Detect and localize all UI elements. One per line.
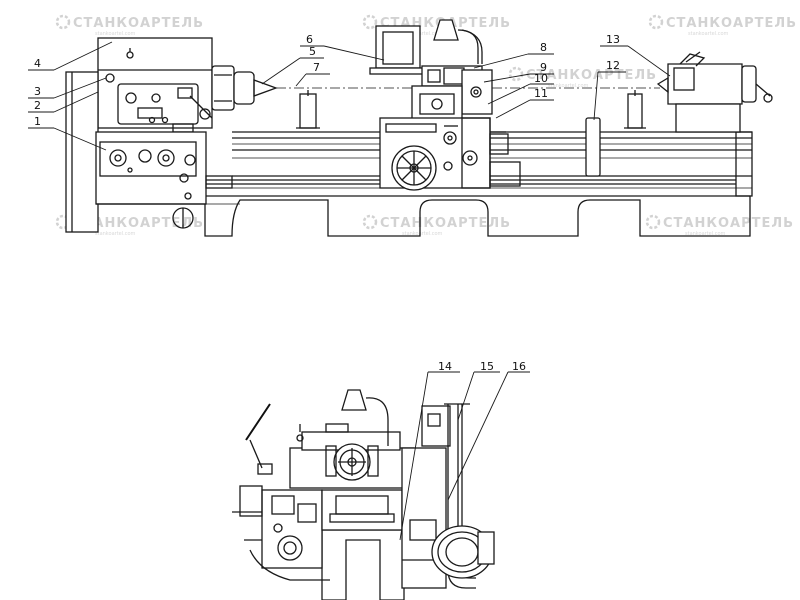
watermark-url: stankoartel.com — [402, 31, 443, 37]
watermark: СТАНКОАРТЕЛЬ stankoartel.com — [645, 214, 794, 237]
tailstock — [656, 51, 773, 133]
headstock — [97, 37, 213, 133]
callout-label-14: 14 — [438, 360, 452, 373]
callout-label-3: 3 — [34, 85, 41, 98]
callouts-side: 14 15 16 — [399, 360, 530, 541]
watermark-url: stankoartel.com — [402, 231, 443, 237]
spindle-chuck — [211, 65, 278, 111]
lathe-side-view — [232, 389, 495, 600]
watermark-url: stankoartel.com — [95, 231, 136, 237]
callout-label-6: 6 — [306, 33, 313, 46]
watermark-brand: СТАНКОАРТЕЛЬ — [666, 16, 797, 31]
watermark-url: stankoartel.com — [688, 31, 729, 37]
lathe-bed — [204, 131, 753, 237]
callout-label-12: 12 — [606, 59, 620, 72]
callouts-front: 1 2 3 4 5 6 7 8 9 10 — [28, 33, 671, 151]
watermark-url: stankoartel.com — [95, 31, 136, 37]
carriage — [411, 65, 493, 121]
watermark: СТАНКОАРТЕЛЬ stankoartel.com — [362, 214, 511, 237]
apron — [379, 117, 521, 191]
callout-label-1: 1 — [34, 115, 41, 128]
steady-rest-left — [296, 90, 320, 129]
work-lamp — [433, 19, 483, 64]
watermark: СТАНКОАРТЕЛЬ stankoartel.com — [648, 14, 797, 37]
callout-label-10: 10 — [534, 72, 548, 85]
callout-label-13: 13 — [606, 33, 620, 46]
lathe-front-view — [65, 19, 773, 237]
steady-rest-right — [624, 90, 646, 129]
callout-label-11: 11 — [534, 87, 548, 100]
callout-label-2: 2 — [34, 99, 41, 112]
callout-label-9: 9 — [540, 61, 547, 74]
watermark: СТАНКОАРТЕЛЬ stankoartel.com — [55, 14, 204, 37]
watermark-brand: СТАНКОАРТЕЛЬ — [73, 216, 204, 231]
feed-gearbox — [95, 131, 207, 229]
watermark-brand: СТАНКОАРТЕЛЬ — [73, 16, 204, 31]
chip-guard — [369, 25, 447, 75]
callout-label-16: 16 — [512, 360, 526, 373]
callout-label-7: 7 — [313, 61, 320, 74]
lead-screw — [205, 175, 736, 189]
watermark: СТАНКОАРТЕЛЬ stankoartel.com — [508, 66, 656, 89]
watermark-url: stankoartel.com — [685, 231, 726, 237]
main-motor-housing — [65, 71, 99, 233]
watermark-url: stankoartel.com — [548, 83, 589, 89]
callout-label-4: 4 — [34, 57, 41, 70]
callout-label-5: 5 — [309, 45, 316, 58]
callout-label-8: 8 — [540, 41, 547, 54]
callout-label-15: 15 — [480, 360, 494, 373]
watermark-brand: СТАНКОАРТЕЛЬ — [380, 216, 511, 231]
follower-rest — [585, 117, 601, 177]
watermark-brand: СТАНКОАРТЕЛЬ — [663, 216, 794, 231]
